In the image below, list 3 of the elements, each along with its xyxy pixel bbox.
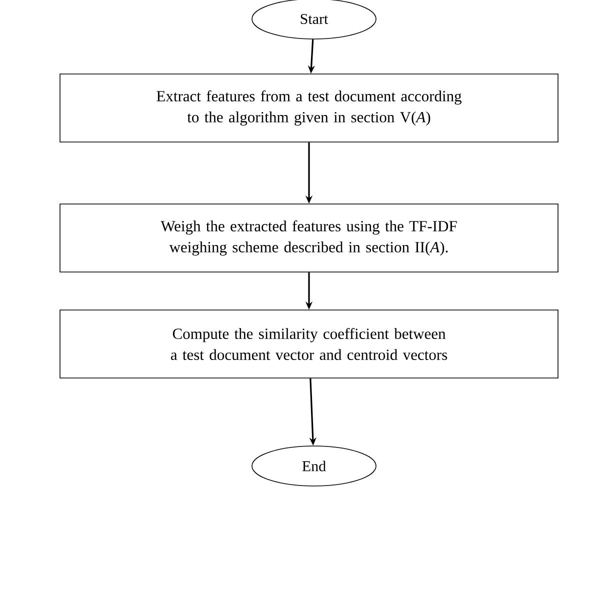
process-box: Extract features from a test document according to the algorithm given in section V(A) — [60, 74, 558, 142]
process-box: Compute the similarity coefficient between a test document vector and centroid vectors — [60, 310, 558, 378]
process-box: Weigh the extracted features using the TF-IDF weighing scheme described in section II(A). — [60, 204, 558, 272]
